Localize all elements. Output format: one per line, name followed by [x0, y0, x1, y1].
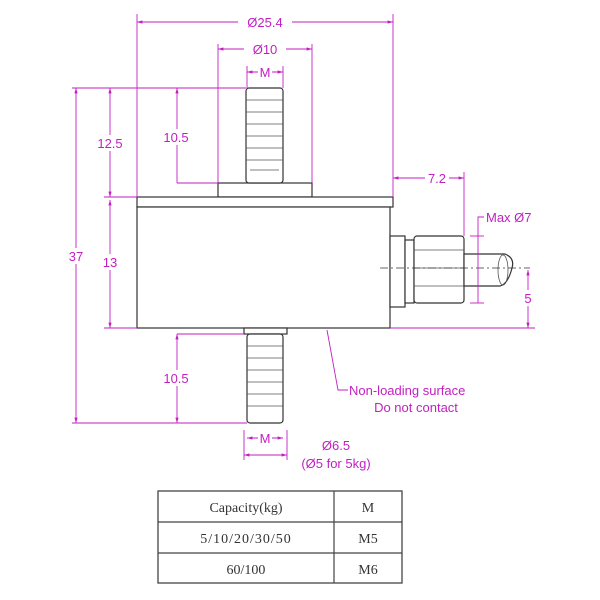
table-cell: 60/100: [227, 563, 266, 578]
table-header-m: M: [362, 501, 375, 516]
dim-collar-diameter: Ø10: [253, 42, 278, 57]
dim-body-height: 13: [103, 255, 117, 270]
dim-bottom-diameter: Ø6.5: [322, 438, 350, 453]
cable-gland: [380, 235, 530, 308]
dim-bottom-thread-length: 10.5: [163, 371, 188, 386]
table-cell: M6: [358, 563, 377, 578]
dim-thread-bottom: M: [260, 431, 271, 446]
dimension-lines: [72, 14, 535, 460]
dim-bottom-diameter-note: (Ø5 for 5kg): [301, 456, 370, 471]
dim-top-thread-length: 10.5: [163, 130, 188, 145]
table-cell: 5/10/20/30/50: [200, 532, 292, 547]
dim-outer-diameter: Ø25.4: [247, 15, 282, 30]
dim-gland-length: 7.2: [428, 171, 446, 186]
note-line-1: Non-loading surface: [349, 383, 465, 398]
load-cell-body: [136, 87, 394, 424]
dim-thread-top: M: [260, 65, 271, 80]
table-cell: M5: [358, 532, 377, 547]
dim-top-height: 12.5: [97, 136, 122, 151]
note-line-2: Do not contact: [374, 400, 458, 415]
dim-cable-max: Max Ø7: [486, 210, 532, 225]
capacity-table: Capacity(kg) M 5/10/20/30/50 M5 60/100 M…: [157, 490, 403, 584]
table-header-capacity: Capacity(kg): [209, 501, 282, 516]
dim-cable-offset: 5: [524, 291, 531, 306]
dim-total-height: 37: [69, 249, 83, 264]
